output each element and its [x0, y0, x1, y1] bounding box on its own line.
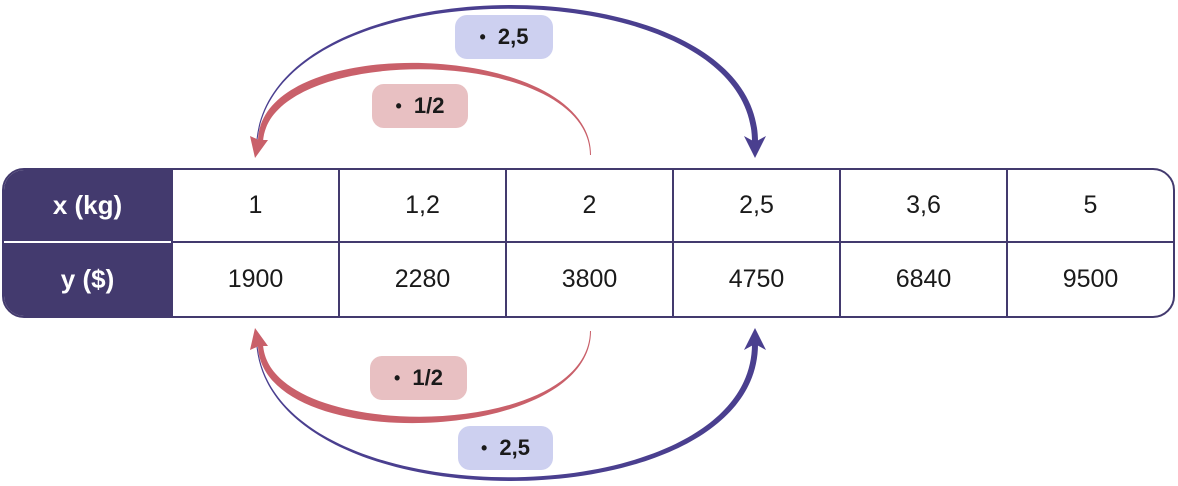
red-arrowhead-top	[250, 136, 268, 158]
bullet: •	[479, 26, 486, 47]
bullet: •	[395, 95, 402, 116]
badge-label: 2,5	[499, 435, 530, 460]
y-cell: 1900	[171, 243, 338, 316]
badge-label: 2,5	[497, 24, 529, 49]
proportion-table: x (kg) 1 1,2 2 2,5 3,6 5 y ($) 1900 2280…	[2, 168, 1175, 318]
bottom-arrows	[250, 328, 766, 482]
blue-arrowhead-top	[744, 136, 766, 158]
x-cell: 2,5	[672, 170, 839, 243]
red-arrowhead-bottom	[250, 328, 268, 350]
badge-label: 1/2	[412, 365, 443, 390]
badge-top-times-1-2: • 1/2	[372, 84, 468, 128]
y-cell: 6840	[839, 243, 1006, 316]
badge-top-times-2-5: • 2,5	[455, 15, 553, 59]
y-cell: 3800	[505, 243, 672, 316]
badge-label: 1/2	[413, 93, 445, 118]
row-header-x: x (kg)	[4, 170, 171, 243]
top-arrows	[250, 4, 766, 158]
x-cell: 5	[1006, 170, 1173, 243]
bullet: •	[394, 367, 401, 388]
blue-arrowhead-bottom	[744, 328, 766, 350]
y-cell: 4750	[672, 243, 839, 316]
y-cell: 9500	[1006, 243, 1173, 316]
y-cell: 2280	[338, 243, 505, 316]
bullet: •	[481, 437, 488, 458]
row-header-y: y ($)	[4, 243, 171, 316]
x-cell: 2	[505, 170, 672, 243]
x-cell: 3,6	[839, 170, 1006, 243]
badge-bottom-times-2-5: • 2,5	[458, 426, 553, 470]
badge-bottom-times-1-2: • 1/2	[370, 356, 467, 400]
x-cell: 1,2	[338, 170, 505, 243]
x-cell: 1	[171, 170, 338, 243]
